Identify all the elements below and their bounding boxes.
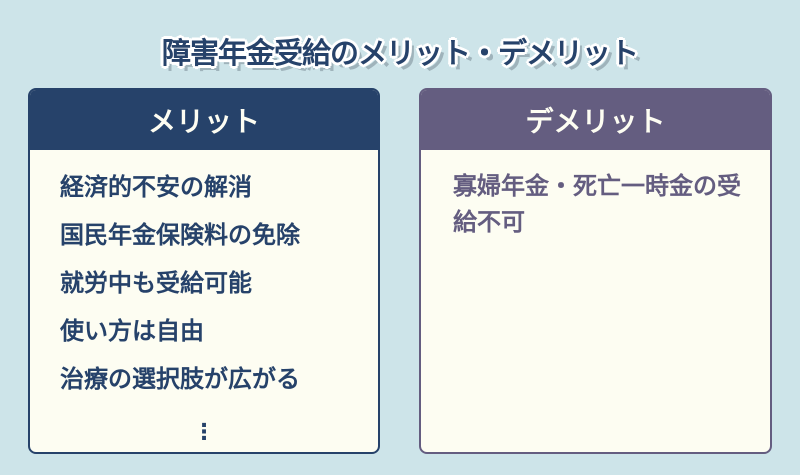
demerits-card: デメリット 寡婦年金・死亡一時金の受給不可	[419, 88, 772, 454]
list-item: 使い方は自由	[60, 317, 204, 345]
list-item: 国民年金保険料の免除	[60, 221, 300, 249]
merits-header: メリット	[30, 90, 378, 150]
demerit-item: 寡婦年金・死亡一時金の受給不可	[453, 172, 741, 236]
vertical-ellipsis-icon: ⋮	[193, 420, 215, 445]
demerits-header: デメリット	[421, 90, 770, 150]
list-item: 治療の選択肢が広がる	[60, 365, 300, 393]
list-item: 就労中も受給可能	[60, 269, 252, 297]
merits-card: メリット 経済的不安の解消 国民年金保険料の免除 就労中も受給可能 使い方は自由…	[28, 88, 380, 454]
list-item: 経済的不安の解消	[60, 173, 252, 201]
page-title: 障害年金受給のメリット・デメリット	[161, 36, 639, 70]
merits-list: 経済的不安の解消 国民年金保険料の免除 就労中も受給可能 使い方は自由 治療の選…	[30, 150, 378, 410]
